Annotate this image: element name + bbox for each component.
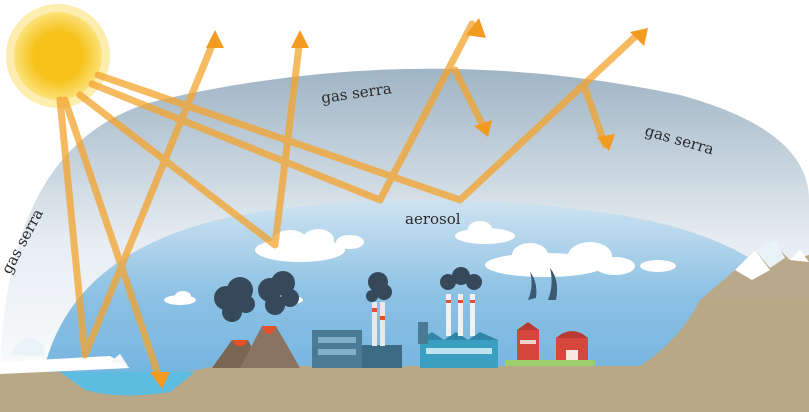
radiation-rays (56, 20, 642, 384)
label-aerosol: aerosol (405, 210, 461, 228)
polar-ice (0, 337, 130, 374)
volcanoes (212, 326, 300, 368)
sun (6, 4, 110, 108)
factory-2 (418, 267, 498, 368)
clouds (164, 221, 676, 305)
farm (505, 268, 595, 366)
volcano-smoke (214, 271, 299, 322)
arrow-heads (150, 18, 648, 389)
ground (0, 300, 809, 412)
factory-1 (312, 272, 402, 368)
